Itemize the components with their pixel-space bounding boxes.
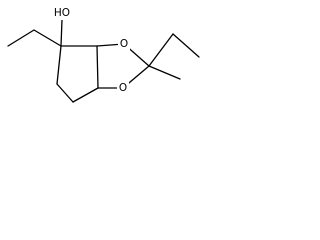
structure-canvas: HO O O <box>0 0 242 117</box>
bond-ethyl-ch3-ch2 <box>7 29 35 47</box>
ring-oxygen-upper-label: O <box>120 38 128 50</box>
bond-c3a-c6a <box>96 45 99 89</box>
hydroxyl-label-bg <box>52 6 73 20</box>
bonds <box>7 19 200 103</box>
bond-ethyl-ch2-c4 <box>33 29 62 47</box>
ring-oxygen-lower-label: O <box>119 82 127 94</box>
bond-c5-c4 <box>56 45 62 85</box>
bond-c2-methyl <box>148 65 181 80</box>
bond-c4-oh <box>60 19 63 47</box>
atom-labels: HO O O <box>52 6 130 95</box>
bond-c2-ch2 <box>148 33 174 67</box>
bond-c6a-c6 <box>72 87 99 103</box>
molecule-structure: HO O O <box>7 6 200 103</box>
ring-oxygen-lower-bg <box>117 81 129 95</box>
bond-ch2-ch3 <box>172 33 200 58</box>
ring-oxygen-upper-bg <box>118 37 130 51</box>
hydroxyl-label: HO <box>54 7 70 19</box>
bond-c6-c5 <box>56 83 74 103</box>
